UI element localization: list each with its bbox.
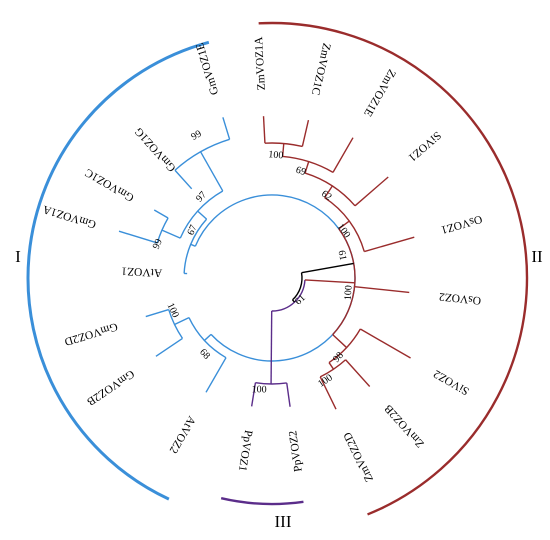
bootstrap-n_si2: 98 [331,350,346,365]
clade-label-I: I [15,247,21,266]
bootstrap-n_1C_1A: 99 [151,237,165,251]
bootstrap-n_III_II: 61 [293,293,308,308]
bootstrap-n_zm2: 100 [316,372,335,390]
leaf-label-zmvoz1e: ZmVOZ1E [361,67,398,118]
bootstrap-n_si1: 62 [319,188,333,203]
branch-SiVOZ1 [354,176,389,207]
branch-n_si1 [324,185,333,199]
branch-GmVOZ1C [153,209,169,219]
leaf-label-gmvoz1a: GmVOZ1A [41,203,98,231]
leaf-label-sivoz1: SiVOZ1 [406,129,443,164]
branch-n_2D_2B [174,316,190,326]
bootstrap-n_cladeII: 100 [343,285,355,301]
leaf-label-osvoz2: OsVOZ2 [438,290,481,306]
branch-arc-n_voz1 [183,218,208,274]
leaf-label-gmvoz1c: GmVOZ1C [83,166,136,204]
bootstrap-n_voz2: 68 [197,347,212,362]
bootstrap-n_zm1ac: 100 [268,149,284,161]
bootstrap-n_zm1: 69 [294,165,307,178]
branch-n_1E_1G [199,151,224,192]
branch-n_voz1 [190,243,196,247]
branch-OsVOZ2 [354,285,410,294]
clade-arc-III [220,497,304,506]
branch-SiVOZ2 [359,328,411,359]
leaf-label-ppvoz2: PpVOZ2 [287,429,305,472]
leaf-label-zmvoz1c: ZmVOZ1C [309,42,333,97]
leaf-label-gmvoz2b: GmVOZ2B [84,367,136,407]
bootstrap-n_1E_1G: 99 [189,128,203,142]
branch-ZmVOZ1E [332,137,354,173]
branch-PpVOZ1 [250,382,257,407]
bootstrap-n_os1: 100 [335,222,353,241]
branch-n_zm1ac [281,143,285,157]
branch-OsVOZ1 [364,236,415,253]
clade-label-II: II [531,247,543,266]
leaf-label-zmvoz1a: ZmVOZ1A [253,36,268,91]
branch-arc-root [292,272,303,301]
branch-GmVOZ1E [222,117,231,140]
branch-ZmVOZ1A [262,116,266,144]
branch-AtVOZ2 [205,357,227,393]
branch-root-to-clade-I [301,262,354,274]
branch-n_si2 [332,334,348,349]
branch-arc-n_cladeI [194,194,356,362]
branch-arc-n_gm1 [179,190,224,239]
leaf-label-gmvoz1e: GmVOZ1E [194,41,221,96]
bootstrap-n_2D_2B: 100 [164,301,180,319]
branch-ZmVOZ2B [345,359,371,387]
leaf-label-gmvoz1g: GmVOZ1G [133,125,179,174]
clade-arcs [26,21,529,516]
clade-labels: I II III [15,247,543,531]
leaf-label-atvoz1: AtVOZ1 [121,264,163,278]
branch-GmVOZ2D [145,308,169,318]
leaf-label-osvoz1: OsVOZ1 [439,212,483,235]
branch-n_gm1 [197,210,208,220]
branch-GmVOZ1G [174,169,193,190]
branch-ZmVOZ2D [319,376,337,410]
branch-n_cladeII [304,279,355,284]
clade-label-III: III [275,512,292,531]
branch-root-to-III-II [291,299,296,303]
leaf-label-atvoz2: AtVOZ2 [167,414,198,456]
branch-PpVOZ2 [286,382,291,407]
branch-n_zm1 [304,161,310,174]
branch-n_1C_1A [161,229,181,239]
clade-arc-II [258,21,529,516]
branch-n_voz2 [203,333,212,341]
branch-GmVOZ2B [155,337,183,357]
branch-GmVOZ1A [118,230,158,244]
branch-ZmVOZ1C [301,119,310,147]
bootstrap-n_voz1: 67 [186,223,200,236]
branch-arc-n_cladeII [332,228,356,336]
tree-branches [118,116,415,410]
leaf-label-gmvoz2d: GmVOZ2D [63,320,119,348]
clade-arc-I [26,40,210,501]
bootstrap-n_cladeI: 61 [336,249,349,261]
leaf-label-ppvoz1: PpVOZ1 [236,429,254,472]
branch-n_os1 [338,220,350,230]
branch-n_pp [270,310,273,385]
leaf-label-sivoz2: SiVOZ2 [431,367,471,397]
leaf-label-zmvoz2d: ZmVOZ2D [342,430,376,484]
branch-arc-n_zm1 [282,155,334,173]
bootstrap-n_pp: 100 [252,384,267,395]
leaf-label-zmvoz2b: ZmVOZ2B [382,402,427,450]
branch-n_zm2 [328,362,335,370]
